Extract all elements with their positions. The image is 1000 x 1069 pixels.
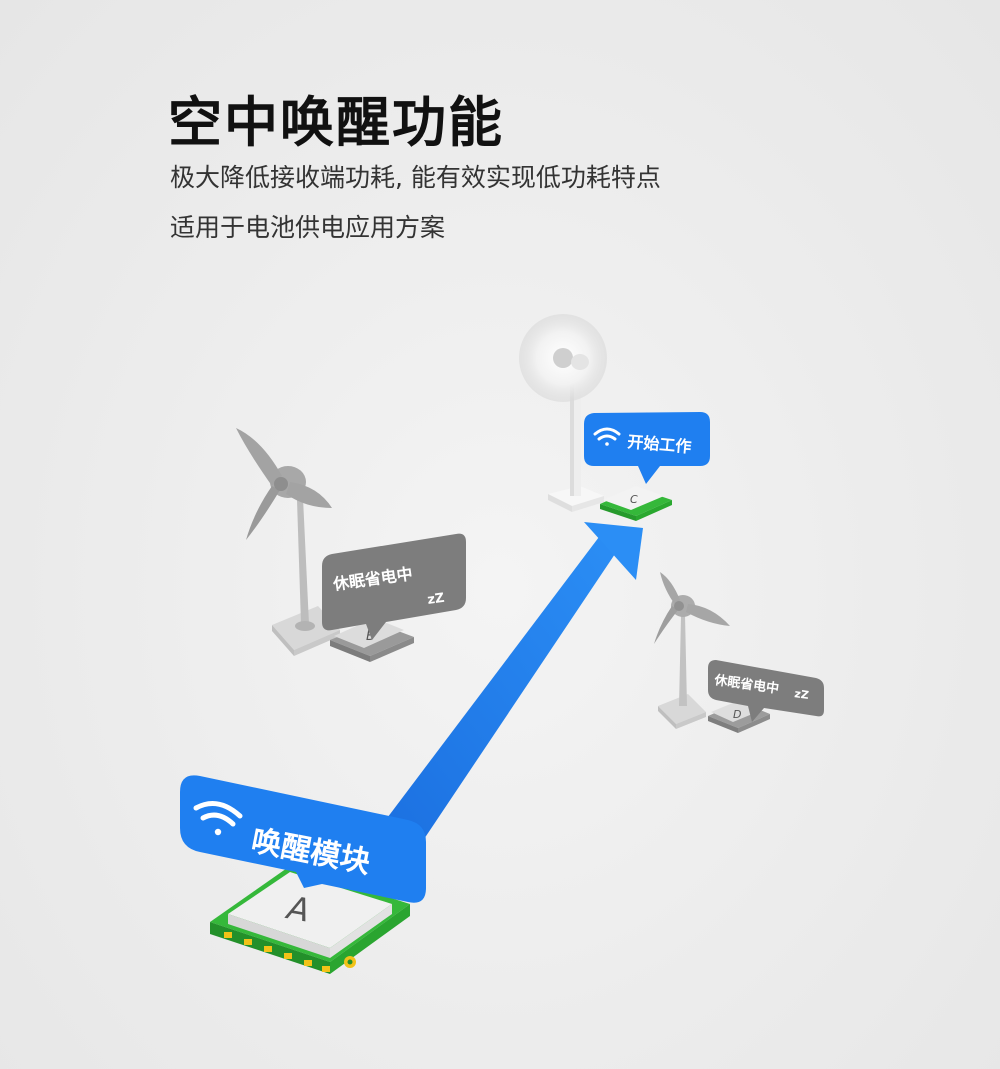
chip-d-label: D — [733, 708, 741, 721]
sleep-bubble-d: 休眠省电中 zZ — [708, 660, 824, 722]
description-line-1: 极大降低接收端功耗, 能有效实现低功耗特点 — [170, 163, 661, 192]
chip-c-label: C — [630, 493, 638, 506]
description-line-2: 适用于电池供电应用方案 — [170, 213, 446, 242]
page-title: 空中唤醒功能 — [168, 91, 504, 154]
wifi-icon — [593, 427, 621, 446]
wifi-icon — [193, 801, 243, 836]
windmill-icon — [654, 572, 730, 729]
chip-b-label: B — [366, 629, 375, 644]
zz-text-b: zZ — [426, 591, 445, 608]
chip-c: C — [600, 486, 672, 521]
arrow-icon — [372, 522, 643, 854]
windmill-icon — [236, 428, 340, 656]
wake-bubble: 唤醒模块 — [180, 775, 426, 903]
sleep-bubble-b: 休眠省电中 zZ — [322, 533, 466, 640]
zz-text-d: zZ — [794, 687, 810, 702]
start-bubble: 开始工作 — [584, 412, 710, 484]
fan-icon — [519, 314, 607, 512]
